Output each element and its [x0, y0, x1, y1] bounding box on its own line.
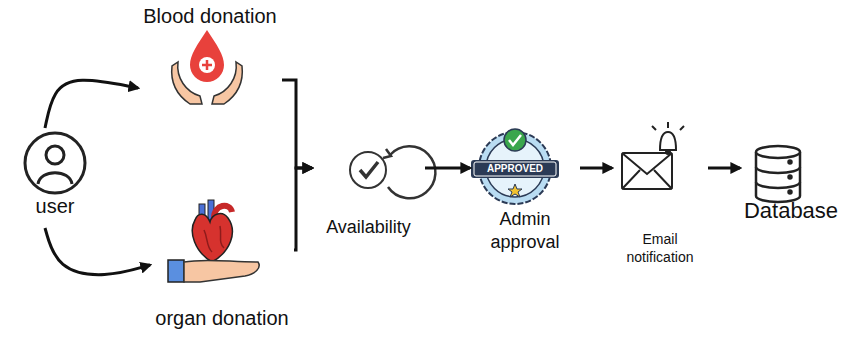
database-node: Database — [740, 140, 842, 225]
flow-arrow — [45, 80, 138, 128]
node-label: Admin approval — [483, 208, 567, 253]
organ-donation-icon — [168, 200, 259, 282]
organ-donation-node: organ donation — [150, 198, 294, 340]
node-label: Database — [740, 197, 842, 225]
flow-arrow — [45, 228, 150, 275]
node-label: organ donation — [150, 306, 294, 331]
database-icon — [756, 146, 800, 202]
email-notification-node: Email notification — [612, 125, 708, 275]
user-node: user — [15, 128, 95, 228]
blood-donation-node: Blood donation — [138, 4, 282, 112]
node-label: user — [15, 194, 95, 219]
node-label: Availability — [312, 216, 425, 239]
node-label: Blood donation — [138, 4, 282, 29]
node-label: Email notification — [616, 231, 704, 266]
flow-arrow — [282, 80, 312, 168]
availability-node: Availability — [312, 128, 425, 240]
email-bell-icon — [622, 122, 684, 189]
availability-icon — [350, 146, 435, 198]
flow-arrow — [708, 167, 740, 170]
approved-badge-icon — [471, 129, 559, 204]
flow-arrow — [425, 167, 470, 170]
user-icon — [25, 133, 85, 193]
blood-donation-icon — [172, 30, 243, 104]
badge-label: APPROVED — [471, 160, 559, 178]
flow-arrow — [294, 168, 312, 250]
flow-arrow — [580, 167, 612, 170]
admin-approval-node: Admin approval — [470, 118, 580, 278]
